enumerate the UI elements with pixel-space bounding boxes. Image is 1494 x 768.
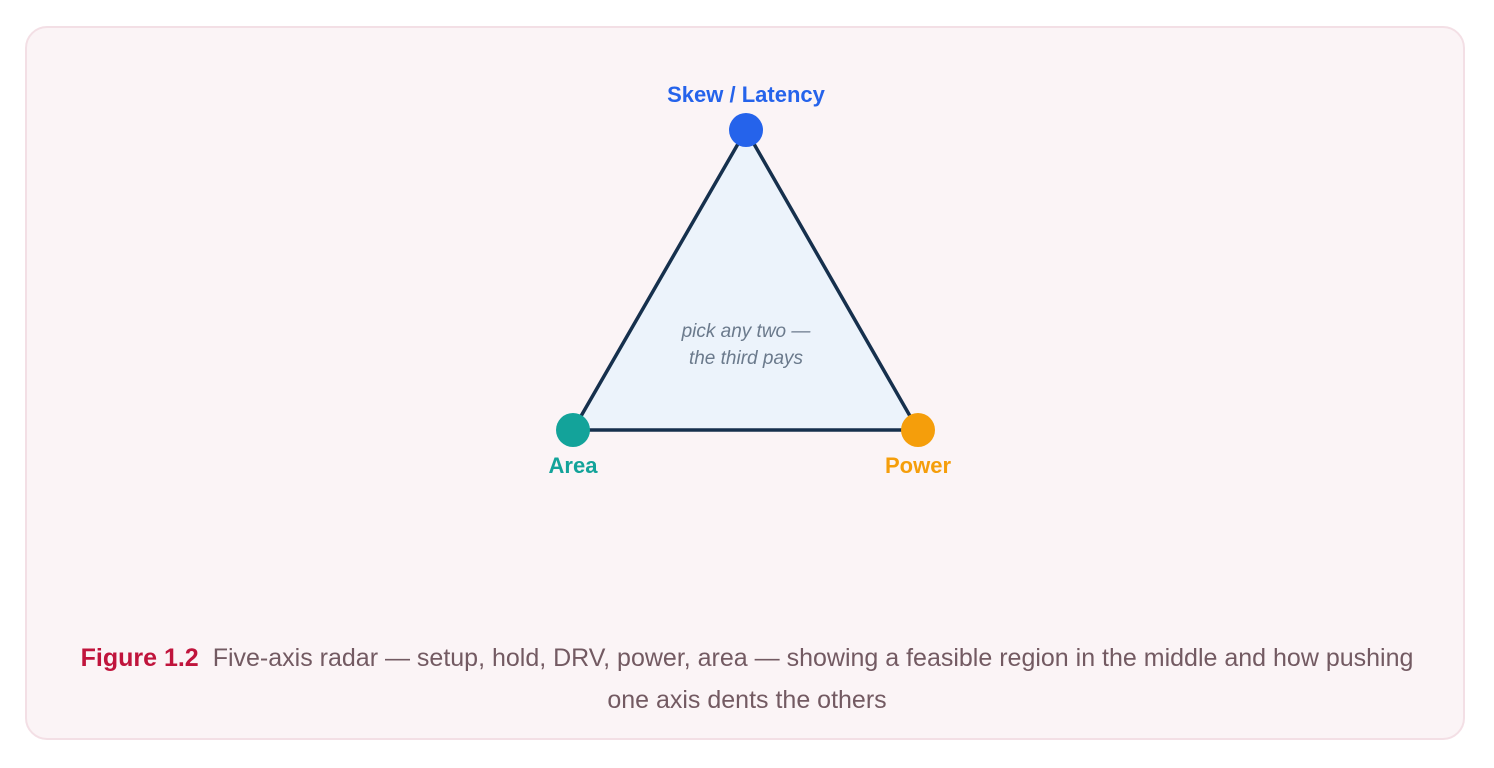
tradeoff-triangle-diagram: Skew / Latency Area Power pick any two —… bbox=[549, 82, 952, 478]
vertex-node-area bbox=[556, 413, 590, 447]
vertex-node-power bbox=[901, 413, 935, 447]
tradeoff-triangle bbox=[571, 128, 920, 432]
vertex-label-area: Area bbox=[549, 453, 599, 478]
figure-caption: Figure 1.2 Five-axis radar — setup, hold,… bbox=[60, 637, 1434, 721]
caption-text: Five-axis radar — setup, hold, DRV, powe… bbox=[212, 644, 1414, 714]
center-note-line-1: pick any two — bbox=[681, 321, 812, 342]
center-note-line-2: the third pays bbox=[689, 348, 804, 369]
vertex-label-power: Power bbox=[885, 453, 951, 478]
vertex-node-skew-latency bbox=[729, 113, 763, 147]
vertex-label-skew-latency: Skew / Latency bbox=[667, 82, 826, 107]
figure-number: Figure 1.2 bbox=[80, 644, 199, 672]
